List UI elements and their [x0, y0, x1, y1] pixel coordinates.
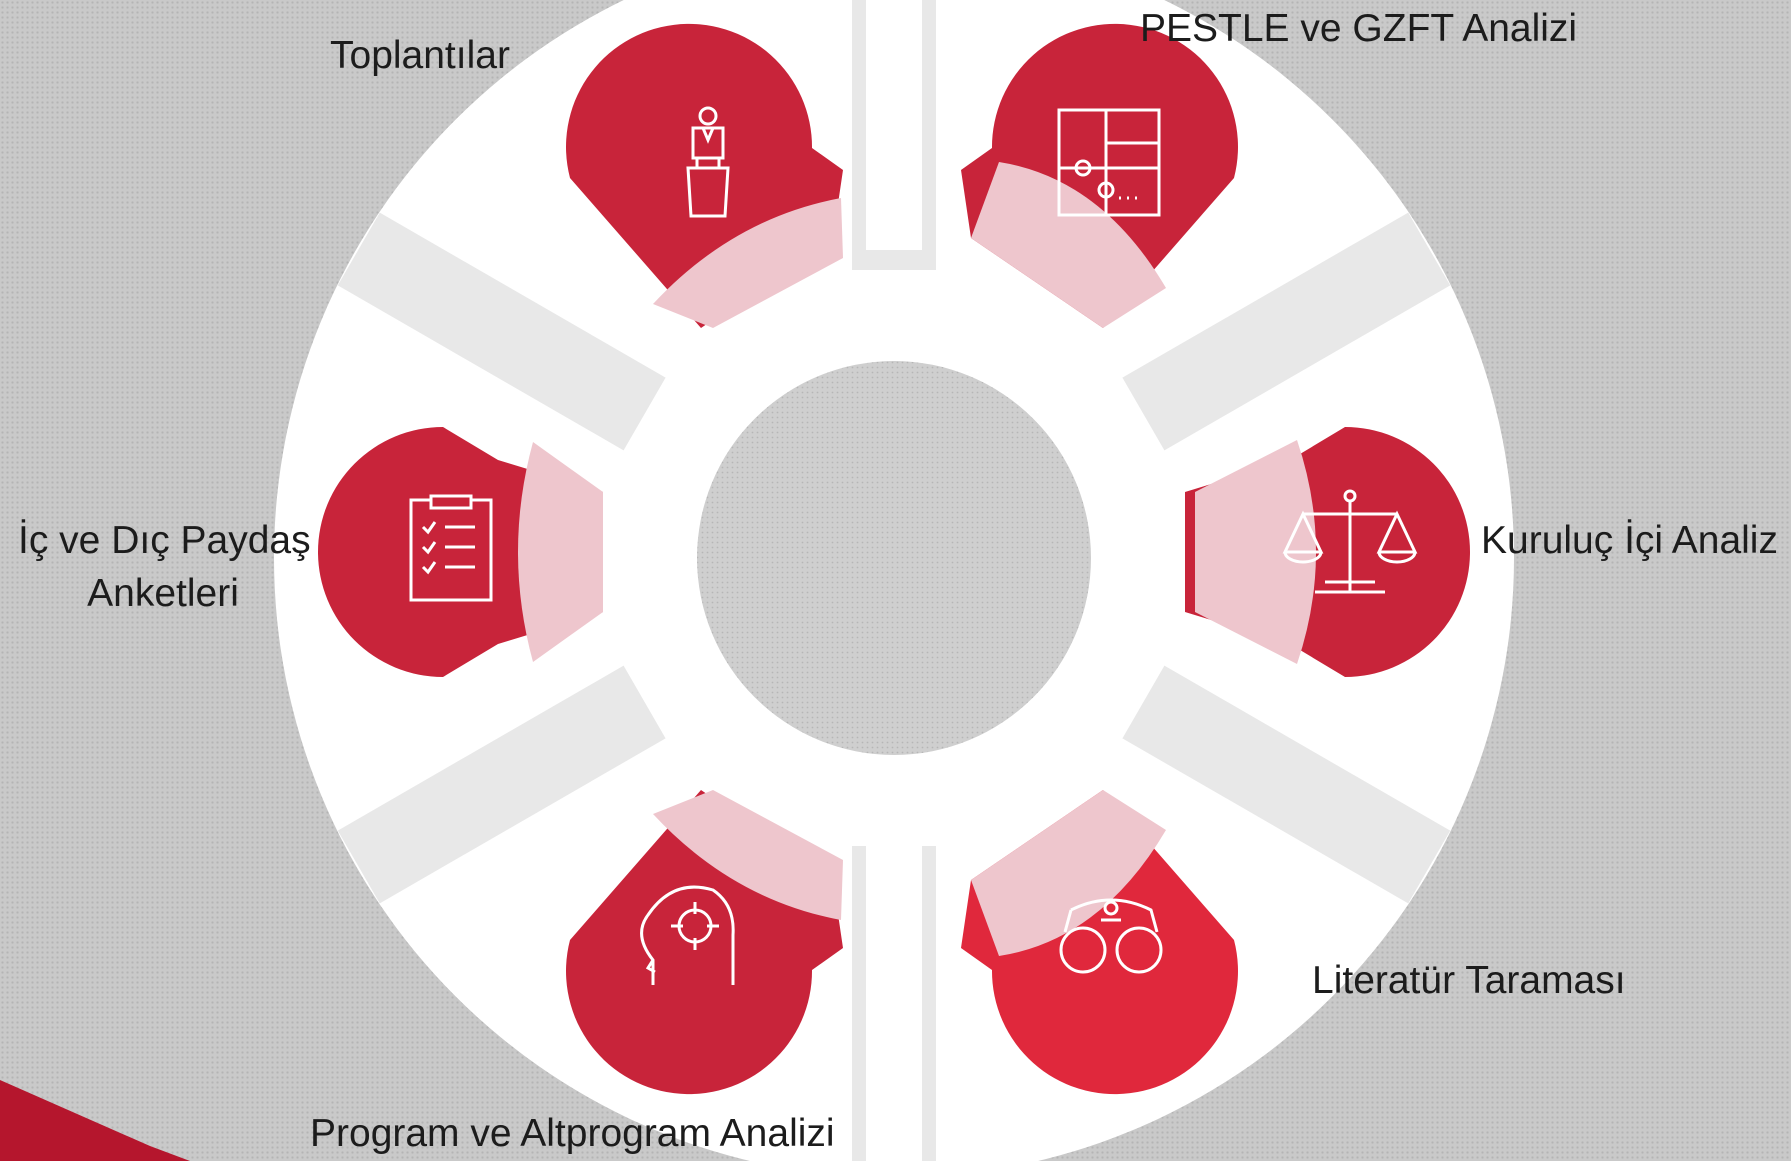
petal-program[interactable] — [566, 790, 843, 1095]
petal-toplantilar[interactable] — [566, 23, 843, 328]
head-target-icon — [640, 885, 735, 985]
petal-pestle[interactable] — [961, 23, 1238, 328]
spoke-gap-top — [866, 0, 922, 250]
scales-icon — [1282, 489, 1418, 594]
petal-kurulus[interactable] — [1185, 427, 1470, 677]
corner-accent — [0, 1080, 190, 1161]
label-pestle: PESTLE ve GZFT Analizi — [1140, 7, 1578, 50]
label-literatur: Literatür Taraması — [1312, 959, 1626, 1002]
label-paydas-line1: İç ve Dıç Paydaş — [18, 519, 311, 562]
label-kurulus: Kuruluç İçi Analiz — [1481, 519, 1778, 562]
checklist-clipboard-icon — [409, 494, 493, 602]
label-toplantilar: Toplantılar — [330, 34, 510, 77]
label-paydas: İç ve Dıç Paydaş Anketleri — [18, 515, 311, 620]
puzzle-icon — [1057, 108, 1161, 217]
petal-paydas[interactable] — [318, 427, 603, 677]
binoculars-icon — [1059, 898, 1163, 974]
label-paydas-line2: Anketleri — [87, 571, 239, 615]
petal-literatur[interactable] — [961, 790, 1238, 1095]
spoke-gap-bottom — [866, 830, 922, 1161]
label-program: Program ve Altprogram Analizi — [310, 1112, 835, 1155]
speaker-podium-icon — [686, 106, 730, 218]
